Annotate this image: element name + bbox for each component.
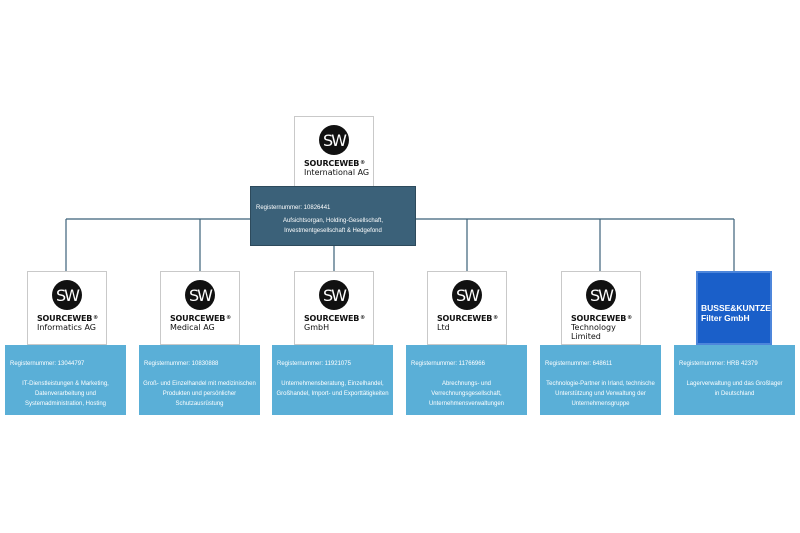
sourceweb-logo-mark: SW (185, 280, 215, 310)
company-wordmark: SOURCEWEB® Medical AG (170, 314, 231, 332)
root-info-box: Registernummer: 10826441 Aufsichtsorgan,… (250, 186, 416, 246)
logo-line-1: BUSSE&KUNTZE (701, 303, 771, 313)
company-description: Aufsichtsorgan, Holding-Gesellschaft, In… (282, 218, 384, 234)
company-description: Lagerverwaltung und das Großlager in Deu… (686, 381, 783, 397)
child-info-box: Registernummer: 648611 Technologie-Partn… (540, 345, 661, 415)
child-info-box: Registernummer: 10830888 Groß- und Einze… (139, 345, 260, 415)
sourceweb-logo-mark: SW (452, 280, 482, 310)
company-description: Technologie-Partner in Irland, technisch… (546, 381, 655, 407)
registration-number: Registernummer: HRB 42379 (679, 361, 758, 367)
child-info-box: Registernummer: HRB 42379 Lagerverwaltun… (674, 345, 795, 415)
sourceweb-logo-mark: SW (319, 280, 349, 310)
child-logo-box: SW SOURCEWEB® Informatics AG (27, 271, 107, 345)
logo-line-2: Filter GmbH (701, 313, 750, 323)
child-info-box: Registernummer: 13044797 IT-Dienstleistu… (5, 345, 126, 415)
company-wordmark: SOURCEWEB® Technology Limited (571, 314, 632, 341)
child-info-box: Registernummer: 11766966 Abrechnungs- un… (406, 345, 527, 415)
child-info-box: Registernummer: 11921075 Unternehmensber… (272, 345, 393, 415)
child-logo-box: SW SOURCEWEB® Medical AG (160, 271, 240, 345)
registration-number: Registernummer: 648611 (545, 361, 613, 367)
root-logo-box: SW SOURCEWEB® International AG (294, 116, 374, 187)
company-description: Unternehmensberatung, Einzelhandel, Groß… (276, 381, 389, 397)
registration-number: Registernummer: 11766966 (411, 361, 485, 367)
company-description: IT-Dienstleistungen & Marketing, Datenve… (22, 381, 109, 407)
registration-number: Registernummer: 13044797 (10, 361, 85, 367)
company-wordmark: SOURCEWEB® Informatics AG (37, 314, 98, 332)
company-description: Abrechnungs- und Verrechnungsgesellschaf… (428, 381, 505, 407)
registration-number: Registernummer: 10830888 (144, 361, 219, 367)
sourceweb-logo-mark: SW (52, 280, 82, 310)
company-wordmark: SOURCEWEB® International AG (304, 159, 370, 177)
registration-number: Registernummer: 11921075 (277, 361, 351, 367)
company-description: Groß- und Einzelhandel mit medizinischen… (143, 381, 256, 407)
busse-kuntze-logo: BUSSE&KUNTZE Filter GmbH (696, 271, 772, 345)
child-logo-box: SW SOURCEWEB® Technology Limited (561, 271, 641, 345)
company-wordmark: SOURCEWEB® Ltd (437, 314, 498, 332)
registration-number: Registernummer: 10826441 (256, 205, 331, 211)
sourceweb-logo-mark: SW (319, 125, 349, 155)
child-logo-box: SW SOURCEWEB® Ltd (427, 271, 507, 345)
sourceweb-logo-mark: SW (586, 280, 616, 310)
child-logo-box: SW SOURCEWEB® GmbH (294, 271, 374, 345)
company-wordmark: SOURCEWEB® GmbH (304, 314, 365, 332)
